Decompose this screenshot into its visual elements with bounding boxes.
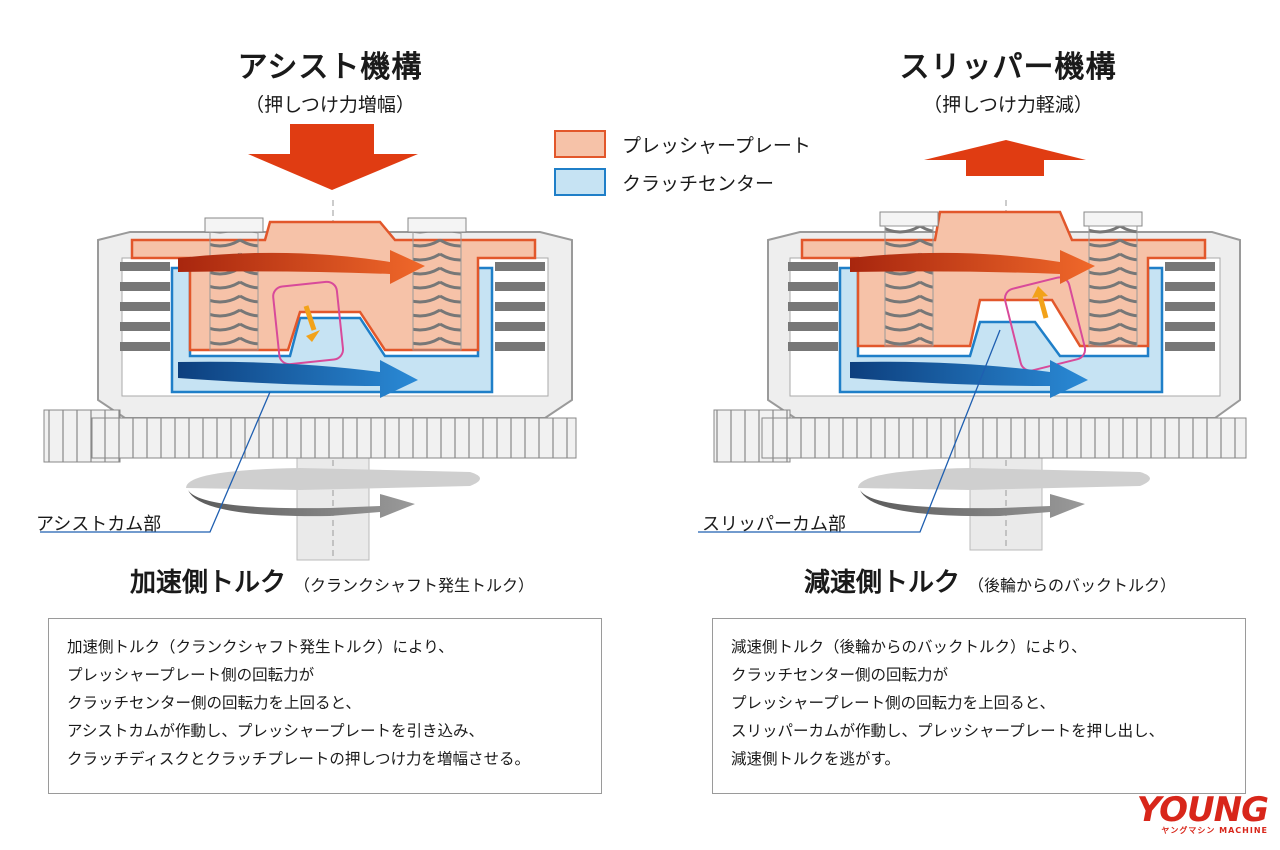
push-force-arrow (248, 124, 418, 190)
assist-title: アシスト機構 (237, 50, 423, 85)
pressure-plate-rotation-arrow (850, 250, 1095, 284)
slipper-desc-line: スリッパーカムが作動し、プレッシャープレートを押し出し、 (731, 722, 1165, 740)
torque-rotation-arrow (860, 490, 1085, 518)
clutch-center-swatch (554, 168, 606, 196)
assist-desc-line: クラッチセンター側の回転力を上回ると、 (67, 694, 361, 712)
primary-gear (91, 417, 577, 459)
slipper-cam-label: スリッパーカム部 (702, 514, 846, 535)
spring-left (204, 217, 264, 351)
assist-desc-line: 加速側トルク（クランクシャフト発生トルク）により、 (67, 638, 454, 656)
slipper-desc-line: プレッシャープレート側の回転力を上回ると、 (731, 694, 1055, 712)
clutch-discs-right (1165, 262, 1215, 351)
slipper-title: スリッパー機構 (899, 50, 1117, 85)
slipper-description-box: 減速側トルク（後輪からのバックトルク）により、 クラッチセンター側の回転力が プ… (712, 618, 1246, 794)
slipper-diagram (698, 140, 1247, 551)
cam-motion-arrow (303, 305, 317, 331)
assist-desc-line: クラッチディスクとクラッチプレートの押しつけ力を増幅させる。 (67, 750, 530, 768)
legend-clutch-center: クラッチセンター (554, 168, 774, 196)
assist-torque-heading: 加速側トルク （クランクシャフト発生トルク） (130, 562, 534, 599)
pressure-plate-swatch (554, 130, 606, 158)
logo-sub-text: ヤングマシン MACHINE (1161, 826, 1268, 835)
cam-callout-line (40, 391, 271, 533)
push-out-force-arrow (924, 140, 1086, 176)
slipper-subtitle: （押しつけ力軽減） (923, 94, 1093, 116)
clutch-center (170, 266, 494, 394)
spring-right (1083, 211, 1143, 347)
slipper-torque-heading: 減速側トルク （後輪からのバックトルク） (804, 562, 1176, 599)
slipper-torque-title: 減速側トルク (804, 568, 961, 598)
torque-arrow-back (858, 468, 1150, 490)
assist-cam-label: アシストカム部 (36, 514, 162, 535)
clutch-center-rotation-arrow (850, 360, 1088, 398)
cam-motion-arrowhead (1032, 286, 1048, 298)
slipper-desc-line: 減速側トルクを逃がす。 (731, 750, 900, 768)
clutch-discs-left (788, 262, 838, 351)
assist-diagram (40, 124, 577, 561)
assist-torque-title: 加速側トルク (130, 568, 287, 598)
spring-left (879, 211, 939, 347)
slipper-desc-line: 減速側トルク（後輪からのバックトルク）により、 (731, 638, 1087, 656)
legend-pressure-plate-label: プレッシャープレート (622, 134, 811, 157)
cam-motion-arrow (1037, 295, 1049, 319)
young-machine-logo: YOUNG ヤングマシン MACHINE (1136, 790, 1269, 836)
primary-gear (761, 417, 1247, 459)
slipper-torque-sub: （後輪からのバックトルク） (968, 576, 1177, 595)
clutch-center-rotation-arrow (178, 360, 418, 398)
cam-motion-arrowhead (306, 330, 320, 342)
assist-subtitle: （押しつけ力増幅） (245, 94, 415, 116)
cam-callout-line (698, 329, 1001, 533)
torque-arrow-back (186, 468, 480, 490)
assist-desc-line: プレッシャープレート側の回転力が (67, 666, 315, 684)
legend-pressure-plate: プレッシャープレート (554, 130, 811, 158)
clutch-center (838, 266, 1164, 394)
spring-right (407, 217, 467, 351)
assist-cam-highlight (272, 280, 345, 366)
clutch-discs-right (495, 262, 545, 351)
legend-clutch-center-label: クラッチセンター (622, 172, 775, 195)
pressure-plate-rotation-arrow (178, 250, 425, 284)
assist-desc-line: アシストカムが作動し、プレッシャープレートを引き込み、 (67, 722, 484, 740)
logo-main-text: YOUNG (1136, 790, 1269, 830)
assist-torque-sub: （クランクシャフト発生トルク） (294, 576, 535, 595)
slipper-desc-line: クラッチセンター側の回転力が (731, 666, 949, 684)
torque-rotation-arrow (188, 490, 415, 518)
clutch-discs-left (120, 262, 170, 351)
assist-description-box: 加速側トルク（クランクシャフト発生トルク）により、 プレッシャープレート側の回転… (48, 618, 602, 794)
